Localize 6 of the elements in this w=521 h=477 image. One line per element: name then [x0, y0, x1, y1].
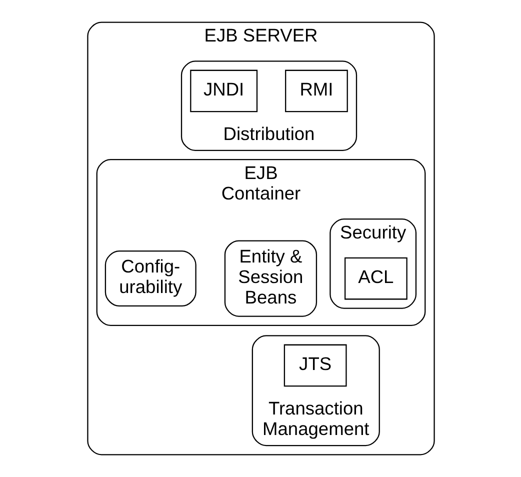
node-box: RMI: [284, 70, 348, 112]
node-box: JTS: [283, 344, 346, 387]
node-box: ACL: [344, 257, 407, 300]
node-box: Config- urability: [104, 250, 196, 307]
node-box: Entity & Session Beans: [224, 240, 317, 317]
node-box: JNDI: [190, 70, 258, 112]
